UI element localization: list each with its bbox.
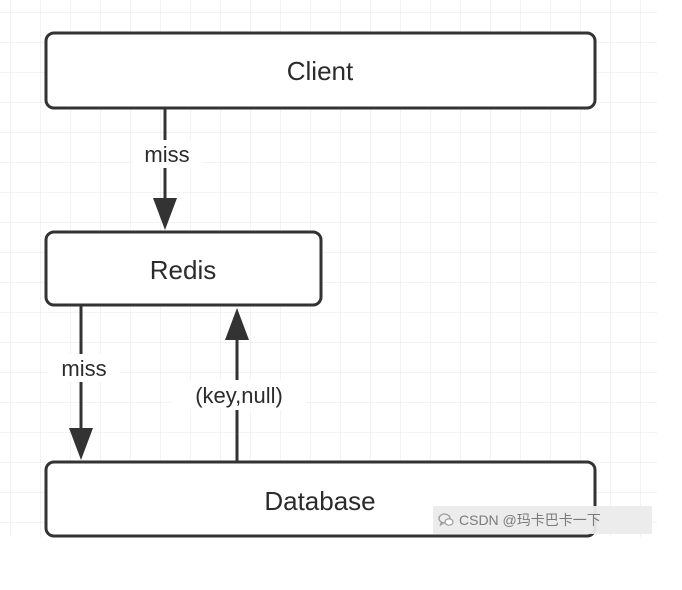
edge-database-to-redis-label: (key,null) <box>195 383 283 408</box>
watermark: CSDN @玛卡巴卡一下 <box>433 506 652 534</box>
edge-database-to-redis: (key,null) <box>172 308 306 462</box>
right-margin <box>657 0 682 590</box>
edge-client-to-redis-label: miss <box>144 142 189 167</box>
node-database-label: Database <box>264 486 375 516</box>
arrowhead-up-icon <box>225 308 249 340</box>
node-redis: Redis <box>44 230 323 307</box>
node-client-label: Client <box>287 56 354 86</box>
arrowhead-down-icon <box>69 428 93 460</box>
watermark-text: CSDN @玛卡巴卡一下 <box>459 512 601 528</box>
edge-redis-to-database-label: miss <box>61 356 106 381</box>
edge-client-to-redis: miss <box>132 108 202 230</box>
arrowhead-down-icon <box>153 198 177 230</box>
node-redis-label: Redis <box>150 255 216 285</box>
bottom-margin <box>0 537 682 590</box>
wechat-bubble-icon <box>438 513 454 527</box>
edge-redis-to-database: miss <box>48 305 120 460</box>
node-client: Client <box>44 31 597 110</box>
